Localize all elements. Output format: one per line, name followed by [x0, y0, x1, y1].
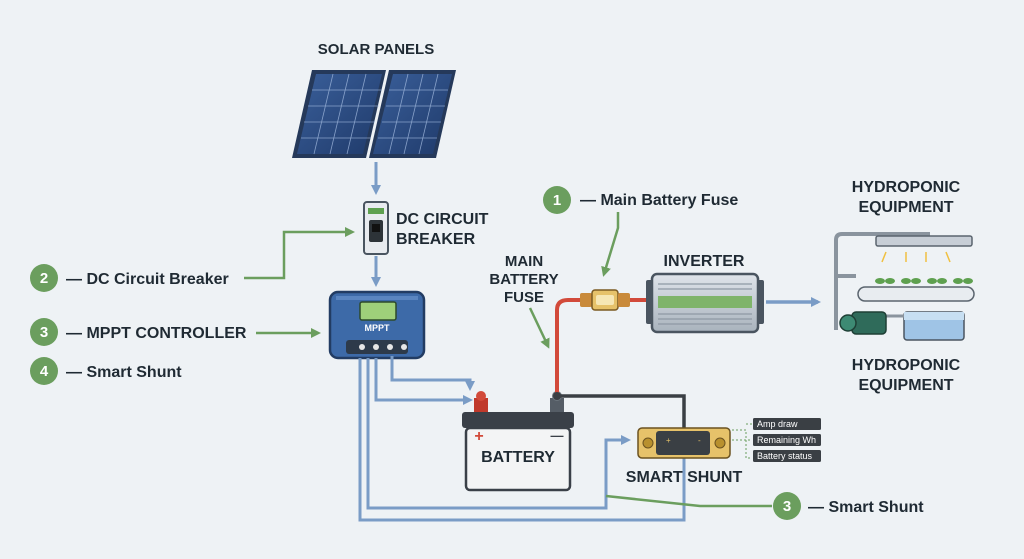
wire-mppt-to-shunt	[366, 358, 631, 510]
shunt-readout-amp-draw: Amp draw	[757, 419, 798, 429]
hydro-bottom-label-line2: EQUIPMENT	[858, 377, 953, 394]
callout-1: 1 — Main Battery Fuse	[543, 186, 738, 277]
svg-text:2: 2	[40, 270, 48, 287]
callout-text-smart-shunt-bottom: — Smart Shunt	[808, 499, 924, 516]
dc-breaker-icon	[363, 201, 389, 255]
shunt-readout-battery-status: Battery status	[757, 451, 813, 461]
wire-battery-to-shunt	[557, 394, 686, 428]
solar-panels-icon	[292, 70, 456, 158]
dc-breaker-label-line1: DC CIRCUIT	[396, 211, 489, 228]
svg-text:3: 3	[783, 498, 791, 515]
inverter-label: INVERTER	[664, 253, 745, 270]
wire-mppt-to-battery-positive	[390, 356, 475, 391]
callout-text-smart-shunt: — Smart Shunt	[66, 364, 182, 381]
wire-mppt-ground	[358, 358, 686, 522]
wire-mppt-to-battery-2	[374, 358, 473, 405]
callout-text-dc-breaker: — DC Circuit Breaker	[66, 271, 229, 288]
main-fuse-label-line1: MAIN	[505, 253, 543, 270]
mppt-screen-label: MPPT	[364, 323, 390, 333]
svg-text:1: 1	[553, 192, 561, 209]
main-fuse-label-pointer	[528, 307, 550, 349]
svg-text:3: 3	[40, 324, 48, 341]
callout-badge-2	[30, 264, 58, 292]
hydroponic-equipment-icon	[834, 232, 975, 341]
smart-shunt-label: SMART SHUNT	[626, 469, 743, 486]
callout-3: 3 — MPPT CONTROLLER	[30, 318, 321, 346]
hydro-top-label-line1: HYDROPONIC	[852, 179, 961, 196]
svg-text:-: -	[698, 436, 701, 445]
callout-text-main-fuse: — Main Battery Fuse	[580, 192, 738, 209]
callout-badge-5	[773, 492, 801, 520]
smart-shunt-icon	[637, 427, 731, 459]
main-fuse-label-line3: FUSE	[504, 289, 544, 306]
wire-battery-to-fuse	[555, 298, 582, 394]
callout-text-mppt: — MPPT CONTROLLER	[66, 325, 247, 342]
mppt-controller-icon	[328, 290, 426, 360]
main-fuse-label-line2: BATTERY	[489, 271, 558, 288]
hydro-top-label-line2: EQUIPMENT	[858, 199, 953, 216]
inverter-icon	[646, 272, 764, 334]
shunt-readout-remaining-wh: Remaining Wh	[757, 435, 816, 445]
shunt-readouts	[732, 418, 821, 462]
main-fuse-icon	[580, 289, 630, 311]
callout-badge-3	[30, 318, 58, 346]
callout-2: 2 — DC Circuit Breaker	[30, 227, 355, 292]
callout-5: 3 — Smart Shunt	[605, 492, 924, 520]
battery-label: BATTERY	[481, 449, 555, 466]
dc-breaker-label-line2: BREAKER	[396, 231, 476, 248]
battery-plus-sign: +	[474, 428, 483, 445]
solar-panels-label: SOLAR PANELS	[318, 41, 434, 58]
callout-4: 4 — Smart Shunt	[30, 357, 182, 385]
svg-text:4: 4	[40, 363, 49, 380]
hydro-bottom-label-line1: HYDROPONIC	[852, 357, 961, 374]
battery-icon	[462, 391, 574, 492]
callout-badge-1	[543, 186, 571, 214]
callout-badge-4	[30, 357, 58, 385]
battery-minus-sign: —	[551, 428, 564, 443]
svg-text:+: +	[666, 436, 671, 445]
